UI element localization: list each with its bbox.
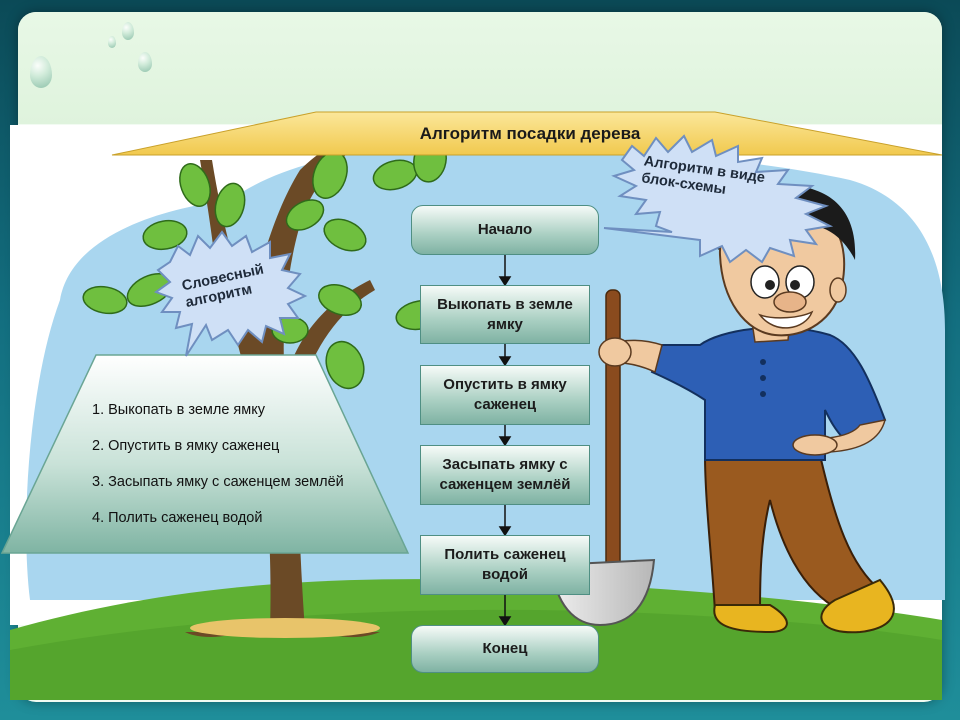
flowchart-step-2: Опустить в ямку саженец <box>420 365 590 425</box>
water-drop-icon <box>30 56 52 88</box>
flowchart-connectors <box>498 255 512 627</box>
list-item: 1. Выкопать в земле ямку <box>92 402 265 418</box>
flowchart-step-1: Выкопать в земле ямку <box>420 285 590 344</box>
slide-header-area <box>18 12 942 124</box>
flowchart-step-3: Засыпать ямку с саженцем землёй <box>420 445 590 505</box>
water-drop-icon <box>138 52 152 72</box>
list-item: 4. Полить саженец водой <box>92 510 263 526</box>
flowchart-callout-bubble <box>603 134 834 264</box>
flowchart-step-4: Полить саженец водой <box>420 535 590 595</box>
flowchart-end-node: Конец <box>411 625 599 673</box>
water-drop-icon <box>122 22 134 40</box>
page-title: Алгоритм посадки дерева <box>419 124 641 143</box>
list-item: 2. Опустить в ямку саженец <box>92 438 280 454</box>
flowchart-start-node: Начало <box>411 205 599 255</box>
list-item: 3. Засыпать ямку с саженцем землёй <box>92 474 344 490</box>
verbal-callout-bubble <box>153 230 308 357</box>
water-drop-icon <box>108 36 116 48</box>
verbal-steps-list: 1. Выкопать в земле ямку 2. Опустить в я… <box>92 400 392 544</box>
verbal-algorithm-panel <box>0 354 410 554</box>
